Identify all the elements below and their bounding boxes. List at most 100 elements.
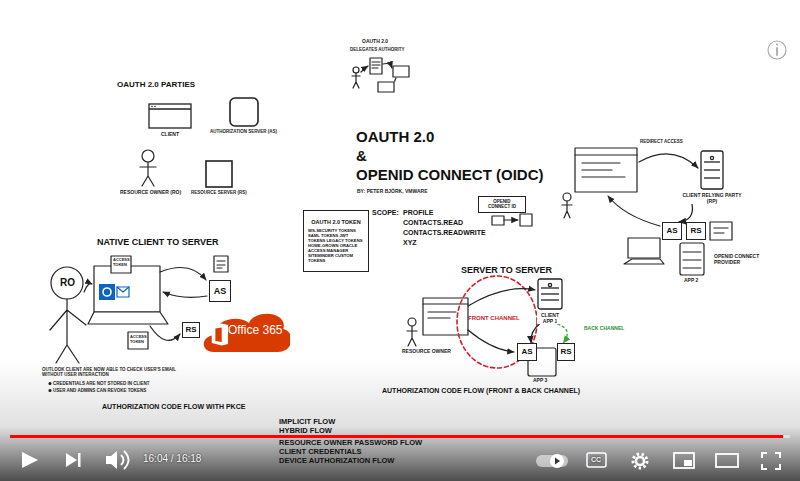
flow-connector [679, 204, 693, 222]
square-shape [205, 160, 233, 188]
author-credit: BY: PETER BJÖRK, VMWARE [357, 188, 427, 194]
caption-text: OAUTH 2.0 [362, 38, 388, 44]
sketch-lines-part [768, 41, 786, 59]
node-title: RS [560, 347, 571, 357]
sketch-lines-part [361, 66, 368, 72]
sketch-lines-part [492, 216, 504, 225]
sketch-lines-part [352, 73, 360, 88]
sketch-lines-part [150, 326, 180, 340]
cloud-outline-part [215, 328, 221, 343]
sketch-lines-part [117, 287, 129, 292]
section-heading: OAUTH 2.0 PARTIES [117, 80, 195, 90]
rsquare-shape [229, 97, 259, 127]
server-box: AS [517, 343, 537, 361]
rsquare-shape-part-part [230, 98, 258, 126]
player-controls-part [762, 453, 780, 469]
sketch-lines-part [99, 284, 115, 300]
sketch-lines-part [710, 222, 732, 240]
caption-text: DELEGATES AUTHORITY [350, 47, 405, 52]
caption-text: RESOURCE OWNER [402, 348, 451, 354]
scope-item: XYZ [403, 239, 417, 247]
client-box: CLIENT [148, 103, 192, 137]
server-box: RS [182, 322, 200, 338]
sketch-lines-part [563, 193, 571, 201]
node-title: AS [666, 226, 677, 236]
server-box: AUTHORIZATION SERVER (AS) [210, 97, 277, 134]
sketch-lines-part [407, 326, 417, 346]
sketch-lines-part [163, 292, 207, 297]
sketch-lines-part [776, 43, 778, 45]
server-shape-part-part [704, 169, 720, 170]
sketch-lines-part [140, 162, 156, 186]
player-controls-part [587, 453, 606, 467]
server-shape-part-part [704, 161, 720, 162]
player-shade [0, 360, 800, 481]
sketch-lines-part [378, 82, 394, 92]
caption-text: OPENID CONNECT PROVIDER [714, 253, 780, 265]
sketch-lines-part [217, 261, 225, 268]
server-shape [537, 278, 563, 310]
sketch-lines-part [117, 287, 129, 297]
flow-caption: AUTHORIZATION CODE FLOW WITH PKCE [102, 403, 245, 411]
scope-heading: SCOPE: [372, 209, 399, 217]
sketch-lines-part [423, 304, 468, 318]
sketch-lines-part [457, 276, 537, 368]
player-controls-part [121, 451, 129, 469]
cloud-shape: Office 365 [200, 306, 290, 356]
cloud-outline-part [204, 314, 291, 352]
player-controls-part [66, 453, 77, 467]
caption-text: APP 3 [533, 377, 547, 383]
window-shape-part-part [151, 106, 153, 108]
sketch-lines-part [776, 48, 778, 55]
sketch-lines-part [395, 78, 396, 81]
square-shape-part-part [206, 161, 232, 187]
flow-caption: AUTHORIZATION CODE FLOW (FRONT & BACK CH… [382, 387, 580, 395]
caption-text: REDIRECT ACCESS [640, 139, 683, 144]
bullet-text: CREDENTIALS ARE NOT STORED IN CLIENT [53, 381, 150, 386]
caption-button-text: CC [591, 456, 601, 464]
window-shape-part-part [149, 108, 191, 109]
server-shape-part-part [704, 177, 720, 178]
edge-label: BACK CHANNEL [583, 325, 625, 331]
back-channel-connector [557, 324, 567, 343]
window-shape [148, 103, 192, 129]
diagram-title: OAUTH 2.0 & OPENID CONNECT (OIDC) [356, 127, 552, 184]
sketch-lines-part [88, 312, 168, 324]
sketch-lines-part [683, 252, 701, 268]
flow-connector [531, 324, 540, 343]
sketch-lines-part [372, 62, 380, 68]
cloud-label: Office 365 [228, 323, 282, 337]
diagram-title-part [386, 146, 552, 165]
token-label: ACCESS TOKEN [130, 335, 146, 345]
caption-text: RESOURCE OWNER (RO) [120, 189, 181, 195]
sketch-lines-part [142, 150, 154, 162]
sketch-lines-part [51, 267, 83, 299]
server-box: RS [686, 222, 706, 240]
player-controls-part [78, 453, 81, 467]
node-title: OAUTH 2.0 TOKEN [311, 219, 360, 226]
sketch-lines-part [639, 154, 698, 168]
diagram-title-part [441, 127, 552, 146]
sketch-lines-part [624, 259, 664, 264]
node-caption: CLIENT RELYING PARTY (RP) [681, 192, 743, 204]
server-icon: CLIENT RELYING PARTY (RP) [681, 150, 743, 204]
server-box: RESOURCE SERVER (RS) [191, 160, 247, 195]
flow-list-item: DEVICE AUTHORIZATION FLOW [279, 456, 394, 465]
node-title: RS [185, 325, 196, 335]
window-shape-part-part [154, 106, 156, 108]
node-title: OPENID CONNECT ID [482, 199, 522, 210]
sketch-lines-part [128, 332, 148, 349]
token-label: ACCESS TOKEN [113, 258, 129, 268]
server-box: AS [662, 222, 682, 240]
player-controls-part [633, 454, 647, 468]
sketch-lines-part [468, 330, 514, 352]
flow-list-item: RESOURCE OWNER PASSWORD FLOW [279, 438, 422, 447]
player-controls-part [555, 458, 560, 465]
sketch-lines [49, 41, 786, 392]
server-icon: CLIENTAPP 1 [537, 278, 563, 324]
video-time: 16:04 / 16:18 [143, 453, 201, 465]
section-heading: NATIVE CLIENT TO SERVER [97, 237, 219, 248]
node-caption: CLIENT [148, 131, 192, 137]
player-controls-part [684, 460, 692, 466]
